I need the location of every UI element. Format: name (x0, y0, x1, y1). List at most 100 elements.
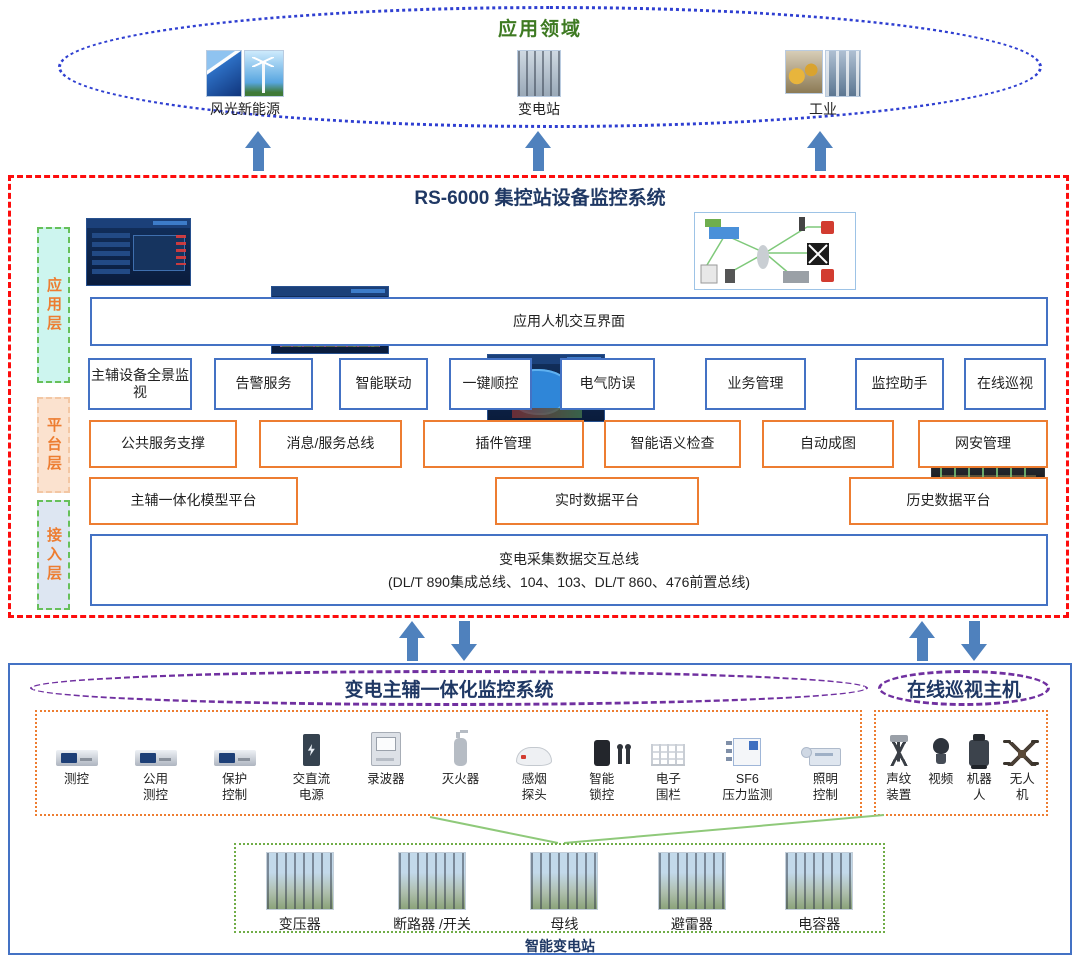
protection-control-device-icon (213, 750, 256, 766)
app-box: 主辅设备全景监视 (88, 358, 192, 410)
device-label: 电子 围栏 (655, 772, 681, 803)
measure-control-device-icon (55, 750, 98, 766)
app-box: 电气防误 (560, 358, 655, 410)
electronic-fence-icon (651, 744, 686, 766)
platform-box: 主辅一体化模型平台 (89, 477, 298, 525)
arrow-up-icon (399, 621, 425, 661)
app-box: 告警服务 (214, 358, 313, 410)
device-item: 无人 机 (1003, 722, 1040, 804)
equipment-label: 电容器 (798, 916, 841, 932)
application-domain-title: 应用领域 (497, 19, 582, 40)
platform-box: 公共服务支撑 (89, 420, 237, 468)
arrow-up-icon (525, 131, 551, 171)
robot-icon (969, 734, 990, 769)
arrow-up-icon (807, 131, 833, 171)
domain-label: 变电站 (518, 101, 560, 117)
lighting-control-icon (801, 747, 842, 766)
layer-label-platform: 平台层 (37, 397, 70, 493)
arrow-down-icon (961, 621, 987, 661)
drone-icon (1003, 740, 1040, 766)
layer-label-application: 应用层 (37, 227, 70, 383)
platform-box: 实时数据平台 (495, 477, 699, 525)
device-item: 电子 围栏 (651, 722, 686, 804)
device-item: 智能 锁控 (589, 722, 623, 804)
access-bus-line1: 变电采集数据交互总线 (499, 550, 639, 567)
device-label: 灭火器 (441, 772, 480, 786)
application-domain-ellipse (58, 6, 1042, 128)
device-item: 机器 人 (967, 722, 992, 804)
device-label: SF6 压力监测 (722, 772, 773, 803)
device-item: 感烟 探头 (516, 722, 553, 804)
rs6000-title: RS-6000 集控站设备监控系统 (414, 188, 666, 209)
transformer-photo (265, 852, 334, 910)
device-item: 录波器 (367, 722, 405, 787)
device-item: 保护 控制 (213, 722, 256, 804)
industry-photo (785, 50, 861, 97)
platform-box: 网安管理 (918, 420, 1048, 468)
patrol-device-strip: 声纹 装置 视频 机器 人 无人 机 (874, 710, 1048, 816)
access-bus-line2: (DL/T 890集成总线、104、103、DL/T 860、476前置总线) (387, 573, 751, 590)
integrated-monitoring-title: 变电主辅一体化监控系统 (344, 679, 554, 701)
ac-dc-power-icon (302, 734, 320, 766)
device-label: 感烟 探头 (521, 772, 547, 803)
device-label: 视频 (928, 772, 954, 786)
domain-label: 工业 (809, 101, 837, 117)
equipment-label: 断路器 /开关 (393, 916, 471, 932)
platform-box: 插件管理 (423, 420, 584, 468)
monitoring-dashboard-screenshot (86, 218, 191, 286)
device-item: 灭火器 (441, 722, 480, 787)
substation-equipment-item: 变压器 (265, 852, 334, 934)
equipment-label: 避雷器 (670, 916, 713, 932)
wind-turbine-photo (244, 50, 284, 97)
smart-substation-box: 变压器 断路器 /开关 母线 避雷器 电容器 (234, 843, 885, 933)
domain-item-substation: 变电站 (517, 50, 561, 119)
video-camera-icon (932, 738, 950, 766)
rs6000-system-box (8, 175, 1069, 618)
online-patrol-ellipse: 在线巡视主机 (878, 670, 1050, 706)
solar-panel-photo (206, 50, 242, 97)
substation-equipment-item: 避雷器 (657, 852, 726, 934)
domain-label: 风光新能源 (210, 101, 280, 117)
device-item: 照明 控制 (801, 722, 842, 804)
integrated-monitoring-ellipse: 变电主辅一体化监控系统 (30, 670, 868, 706)
device-item: 测控 (55, 722, 98, 787)
linkage-topology-screenshot (694, 212, 856, 290)
smart-lock-icon (593, 740, 623, 766)
app-box: 在线巡视 (964, 358, 1046, 410)
device-label: 公用 测控 (143, 772, 169, 803)
app-box: 业务管理 (705, 358, 806, 410)
device-item: 声纹 装置 (882, 722, 915, 804)
access-bus-box: 变电采集数据交互总线 (DL/T 890集成总线、104、103、DL/T 86… (90, 534, 1048, 606)
device-label: 机器 人 (966, 772, 992, 803)
acoustic-device-icon (882, 735, 915, 766)
device-strip: 测控 公用 测控 保护 控制 交直流 电源 录波器 灭火器 感烟 探头 智能 锁… (35, 710, 862, 816)
capacitor-photo (785, 852, 854, 910)
device-label: 声纹 装置 (886, 772, 912, 803)
device-label: 无人 机 (1009, 772, 1035, 803)
device-label: 交直流 电源 (292, 772, 331, 803)
app-box: 智能联动 (339, 358, 428, 410)
excavator-photo (785, 50, 823, 94)
device-label: 保护 控制 (222, 772, 248, 803)
platform-box: 自动成图 (762, 420, 894, 468)
breaker-switch-photo (398, 852, 467, 910)
busbar-photo (530, 852, 599, 910)
device-item: 视频 (928, 722, 953, 787)
arrow-down-icon (451, 621, 477, 661)
arrester-photo (657, 852, 726, 910)
smoke-detector-icon (516, 747, 553, 766)
device-item: 交直流 电源 (292, 722, 331, 804)
fault-recorder-icon (370, 732, 401, 766)
sf6-pressure-monitor-icon (726, 738, 762, 766)
platform-box: 消息/服务总线 (259, 420, 402, 468)
smart-substation-label: 智能变电站 (525, 938, 595, 954)
layer-label-access: 接入层 (37, 500, 70, 610)
app-box: 一键顺控 (449, 358, 532, 410)
device-label: 测控 (64, 772, 90, 786)
device-label: 智能 锁控 (589, 772, 615, 803)
fire-extinguisher-icon (453, 730, 468, 766)
online-patrol-title: 在线巡视主机 (906, 679, 1021, 701)
wind-solar-photo (206, 50, 284, 97)
domain-item-renewables: 风光新能源 (206, 50, 284, 119)
